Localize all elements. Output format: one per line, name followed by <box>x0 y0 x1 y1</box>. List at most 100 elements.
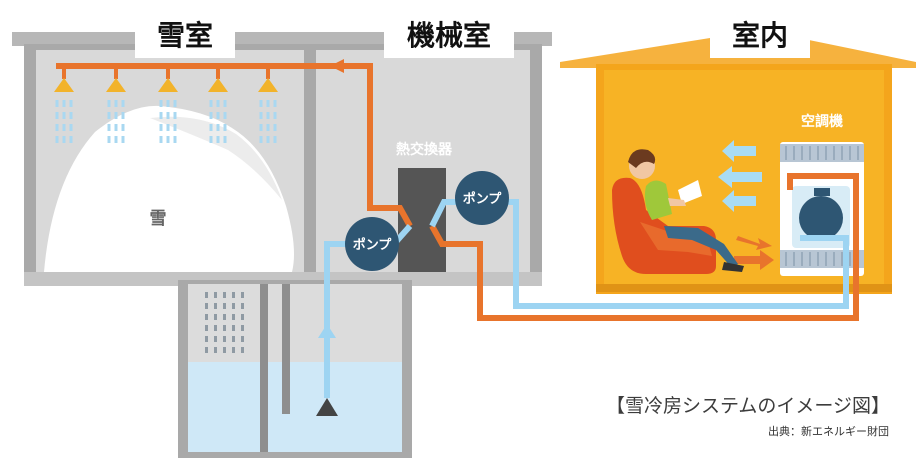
water-drop <box>166 136 170 143</box>
warm-air-arrows <box>734 236 774 270</box>
air-conditioner-label: 空調機 <box>801 113 843 130</box>
water-drop <box>259 100 263 107</box>
tank-drip <box>232 314 235 320</box>
person-reading-illustration <box>612 149 744 274</box>
water-drop <box>209 136 213 143</box>
blue-pipe-outdoor <box>429 199 849 309</box>
water-drop <box>209 124 213 131</box>
sprinkler-head-icon <box>158 69 178 143</box>
sprinkler-head-icon <box>54 69 74 143</box>
water-drop <box>107 100 111 107</box>
water-drop <box>121 112 125 119</box>
water-drop <box>209 112 213 119</box>
water-drop <box>69 136 73 143</box>
water-drop <box>216 124 220 131</box>
water-drop <box>273 136 277 143</box>
tank-water <box>188 362 402 452</box>
tank-drip <box>214 292 217 298</box>
water-drop <box>173 124 177 131</box>
tank-drip <box>232 336 235 342</box>
water-drop <box>121 124 125 131</box>
snow-label: 雪 <box>150 209 167 229</box>
water-drop <box>223 100 227 107</box>
water-drop <box>173 100 177 107</box>
water-drop <box>266 100 270 107</box>
water-drop <box>107 136 111 143</box>
orange-pipe-snow-room <box>344 63 413 228</box>
tank-drip <box>205 325 208 331</box>
water-drop <box>159 100 163 107</box>
water-drop <box>216 136 220 143</box>
water-drop <box>159 112 163 119</box>
tank-drip <box>223 336 226 342</box>
machine-room-label: 機械室 <box>407 19 491 52</box>
tank-drip <box>205 347 208 353</box>
water-drop <box>69 112 73 119</box>
water-drop <box>114 124 118 131</box>
tank-drip <box>223 303 226 309</box>
air-conditioner-unit <box>780 142 864 276</box>
tank-drip <box>214 325 217 331</box>
tank-drip <box>205 336 208 342</box>
water-drop <box>259 136 263 143</box>
tank-drip <box>232 347 235 353</box>
water-drop <box>121 136 125 143</box>
tank-drip <box>232 325 235 331</box>
water-drop <box>209 100 213 107</box>
water-drop <box>114 136 118 143</box>
tank-drip <box>223 347 226 353</box>
water-drop <box>216 112 220 119</box>
title-label-snow-room: 雪室 <box>135 12 235 58</box>
tank-drip <box>214 347 217 353</box>
heat-exchanger-label: 熱交換器 <box>396 141 453 158</box>
tank-drip <box>214 314 217 320</box>
water-drop <box>159 124 163 131</box>
water-drop <box>166 100 170 107</box>
tank-drip <box>214 303 217 309</box>
cool-air-arrows <box>718 140 762 212</box>
tank-drip <box>241 303 244 309</box>
snow-room-label: 雪室 <box>157 19 213 52</box>
tank-drip <box>214 336 217 342</box>
pump-right-label: ポンプ <box>463 191 503 207</box>
water-drop <box>114 112 118 119</box>
tank-drip <box>241 325 244 331</box>
water-drop <box>55 112 59 119</box>
fan-icon <box>799 196 843 240</box>
water-drop <box>216 100 220 107</box>
water-drop <box>62 136 66 143</box>
water-drop <box>266 136 270 143</box>
water-drop <box>55 100 59 107</box>
tank-drip <box>223 325 226 331</box>
sprinkler-head-icon <box>106 69 126 143</box>
tank-drip <box>241 347 244 353</box>
water-drop <box>223 112 227 119</box>
water-drop <box>107 124 111 131</box>
water-drop <box>173 136 177 143</box>
water-drop <box>223 124 227 131</box>
water-drop <box>69 124 73 131</box>
title-label-indoor: 室内 <box>710 12 810 58</box>
title-label-machine-room: 機械室 <box>384 12 514 58</box>
pump-left: ポンプ <box>345 217 399 271</box>
water-drop <box>121 100 125 107</box>
intake-strainer <box>316 398 338 416</box>
sprinkler-head-icon <box>258 69 278 143</box>
tank-drip <box>205 314 208 320</box>
sprinkler-head-icon <box>208 69 228 143</box>
water-tank <box>178 280 412 458</box>
pump-left-label: ポンプ <box>353 237 393 253</box>
water-drop <box>107 112 111 119</box>
water-drop <box>273 100 277 107</box>
diagram-caption: 【雪冷房システムのイメージ図】 <box>606 395 890 417</box>
tank-drip <box>241 292 244 298</box>
tank-drip <box>232 292 235 298</box>
water-drop <box>273 124 277 131</box>
water-drop <box>69 100 73 107</box>
tank-drip <box>232 303 235 309</box>
tank-drip <box>205 292 208 298</box>
indoor-label: 室内 <box>732 19 788 52</box>
tank-drip <box>241 336 244 342</box>
pipes <box>318 59 859 398</box>
